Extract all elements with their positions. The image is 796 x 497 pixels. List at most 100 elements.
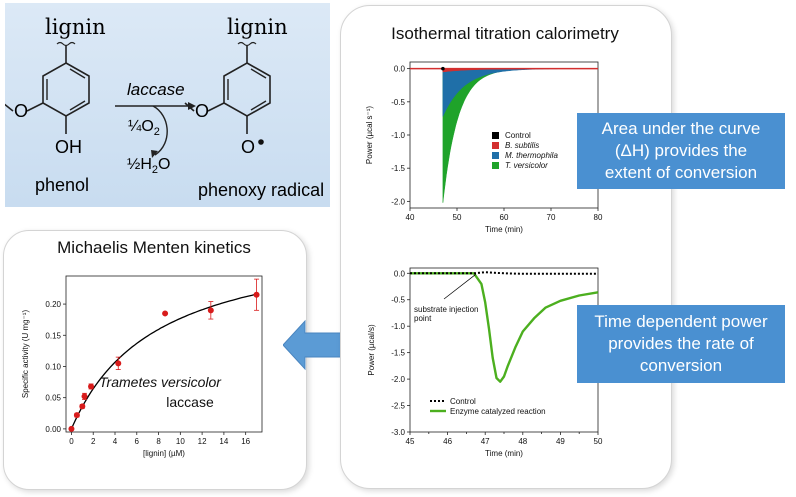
lignin-label-left: lignin [45, 15, 106, 39]
michaelis-menten-chart: 0 2 4 6 8 10 12 14 16 0.00 0.05 0.10 0.15 0.20 [lignin… [21, 275, 263, 458]
annotation-line-2: point [414, 314, 432, 323]
phenol-label: phenol [35, 175, 89, 195]
x-tick-label: 60 [500, 213, 509, 222]
data-point [88, 383, 95, 390]
data-point [68, 425, 75, 432]
flow-arrow [283, 319, 342, 371]
legend-label-control: Control [450, 397, 476, 406]
mm-annotation-line-1: Trametes versicolor [99, 374, 222, 390]
y-tick-label: 0.0 [394, 269, 406, 278]
y-tick-label: 0.0 [394, 65, 406, 74]
y-tick-label: 0.20 [45, 300, 61, 309]
legend-label: M. thermophila [505, 151, 558, 160]
data-point [115, 360, 122, 367]
annotation-pointer [443, 274, 477, 300]
y-tick-label: -2.5 [391, 402, 405, 411]
data-point [79, 403, 86, 410]
water-label: ½H2O [127, 156, 170, 176]
itc-panel [340, 5, 672, 489]
legend-label: Control [505, 131, 531, 140]
enzyme-label: laccase [127, 80, 185, 99]
data-point [253, 291, 260, 298]
x-tick-label: 12 [198, 437, 207, 446]
x-tick-label: 10 [176, 437, 185, 446]
cofactor-arrow [152, 105, 168, 156]
x-tick-label: 14 [219, 437, 228, 446]
y-tick-label: 0.00 [45, 425, 61, 434]
benzene-ring-left [42, 62, 90, 117]
y-tick-label: -3.0 [391, 428, 405, 437]
x-tick-label: 46 [443, 437, 452, 446]
x-tick-label: 0 [69, 437, 74, 446]
x-tick-label: 2 [91, 437, 96, 446]
reaction-scheme: lignin O OH phenol laccase ¼O2 ½H2O lign… [2, 15, 324, 200]
plot-frame [65, 275, 263, 433]
x-tick-label: 45 [406, 437, 415, 446]
x-tick-label: 40 [406, 213, 415, 222]
phenoxy-label: phenoxy radical [198, 180, 324, 200]
x-tick-label: 70 [547, 213, 556, 222]
callout-area-under-curve: Area under the curve (ΔH) provides the e… [577, 113, 785, 189]
legend-swatch [492, 162, 499, 169]
series-line-control [410, 271, 598, 275]
x-axis-label: Time (min) [485, 225, 523, 234]
y-tick-label: -1.0 [391, 322, 405, 331]
y-tick-label: 0.05 [45, 394, 61, 403]
y-tick-label: -2.0 [391, 197, 405, 206]
x-axis-label: [lignin] (µM) [143, 449, 185, 458]
series-line-enzyme [410, 272, 599, 383]
itc-title: Isothermal titration calorimetry [391, 24, 619, 43]
plot-frame [409, 61, 599, 209]
itc-power-chart: 45 46 47 48 49 50 0.0 -0.5 -1.0 -1.5 -2.0 -2.5 -3.0T… [367, 267, 603, 458]
x-tick-label: 16 [241, 437, 250, 446]
legend-label: B. subtilis [505, 141, 539, 150]
x-tick-label: 47 [481, 437, 490, 446]
y-tick-label: -1.0 [391, 131, 405, 140]
methoxy-o-right: O [195, 101, 209, 121]
x-tick-label: 6 [135, 437, 140, 446]
data-point [162, 310, 169, 317]
legend-swatch [492, 142, 499, 149]
legend-swatch [492, 132, 499, 139]
control-marker [441, 66, 445, 71]
mm-panel [3, 230, 307, 490]
reaction-panel: lignin O OH phenol laccase ¼O2 ½H2O lign… [2, 3, 330, 207]
data-point [81, 393, 88, 400]
x-tick-label: 8 [156, 437, 161, 446]
hydroxyl-label: OH [55, 137, 82, 157]
y-tick-label: -1.5 [391, 164, 405, 173]
fit-curve [70, 292, 259, 430]
radical-dot [258, 139, 264, 145]
y-tick-label: -1.5 [391, 349, 405, 358]
y-axis-label: Power (µcal s⁻¹) [365, 106, 374, 165]
data-point [73, 412, 80, 419]
x-tick-label: 49 [556, 437, 565, 446]
x-axis-label: Time (min) [485, 449, 523, 458]
y-tick-label: 0.15 [45, 331, 61, 340]
methoxy-o-left: O [14, 101, 28, 121]
radical-oxygen-label: O [241, 137, 255, 157]
x-tick-label: 80 [594, 213, 603, 222]
mm-title: Michaelis Menten kinetics [57, 238, 251, 257]
x-tick-label: 50 [594, 437, 603, 446]
benzene-ring-right [223, 62, 271, 117]
y-tick-label: 0.10 [45, 362, 61, 371]
oxygen-label: ¼O2 [128, 118, 160, 138]
y-tick-label: -0.5 [391, 98, 405, 107]
x-tick-label: 50 [453, 213, 462, 222]
legend-swatch [492, 152, 499, 159]
mm-annotation-line-2: laccase [166, 394, 214, 410]
legend-label: T. versicolor [505, 161, 548, 170]
data-point [207, 307, 214, 314]
y-tick-label: -0.5 [391, 296, 405, 305]
y-axis-label: Specific activity (U mg⁻¹) [21, 310, 30, 399]
annotation-line-1: substrate injection [414, 305, 478, 314]
x-tick-label: 48 [518, 437, 527, 446]
y-tick-label: -2.0 [391, 375, 405, 384]
callout-time-dependent: Time dependent power provides the rate o… [577, 305, 785, 383]
legend-label-enzyme: Enzyme catalyzed reaction [450, 407, 546, 416]
y-axis-label: Power (µcal/s) [367, 324, 376, 376]
lignin-label-right: lignin [227, 15, 288, 39]
x-tick-label: 4 [113, 437, 118, 446]
